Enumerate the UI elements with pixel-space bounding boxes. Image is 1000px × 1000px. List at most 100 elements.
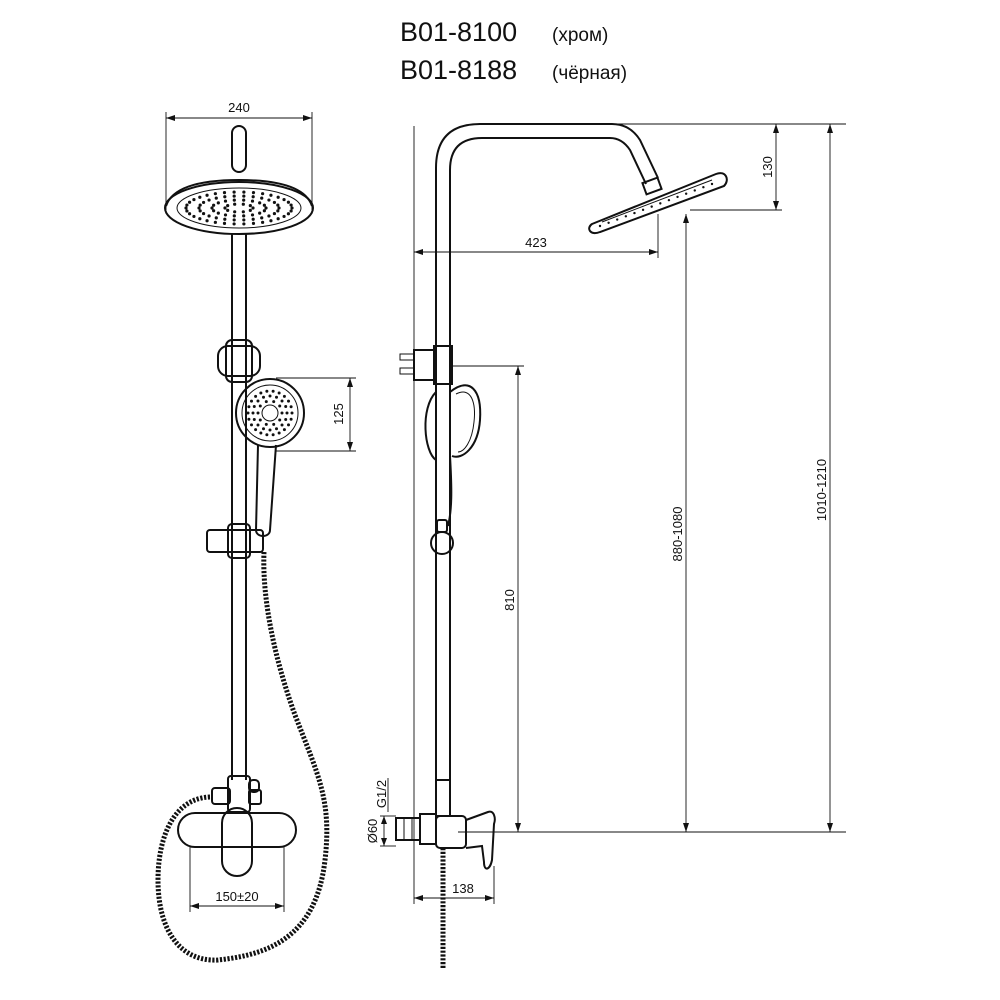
hand-nozzle — [259, 391, 263, 395]
hand-nozzle — [246, 411, 250, 415]
model-code-black: B01-8188 — [400, 55, 517, 85]
head-nozzle — [251, 221, 256, 225]
head-nozzle — [232, 198, 236, 202]
hand-nozzle — [252, 404, 256, 408]
head-nozzle — [232, 194, 236, 198]
dim-head-diameter-label: 240 — [228, 100, 250, 115]
hand-nozzle — [247, 405, 251, 409]
hand-nozzle — [287, 423, 291, 427]
hand-nozzle — [275, 427, 279, 431]
head-nozzle — [223, 217, 227, 221]
head-nozzle — [260, 196, 264, 200]
dim-mixer-spacing: 150±20 — [189, 847, 285, 912]
hand-nozzle — [285, 411, 289, 415]
head-nozzle — [187, 212, 192, 216]
head-nozzle — [216, 201, 220, 205]
top-rod-end — [231, 125, 247, 173]
head-nozzle — [261, 220, 265, 224]
head-nozzle — [197, 206, 201, 210]
dim-total-height-label: 1010-1210 — [814, 459, 829, 521]
head-nozzle — [269, 193, 273, 197]
head-nozzle — [198, 203, 202, 207]
finish-black: (чёрная) — [552, 63, 627, 84]
diverter-valve — [211, 775, 262, 813]
hand-nozzle — [258, 418, 262, 422]
head-nozzle — [222, 221, 227, 225]
head-nozzle — [262, 203, 266, 207]
head-nozzle — [262, 209, 266, 213]
head-nozzle — [223, 199, 228, 203]
head-nozzle — [241, 202, 245, 206]
side-nozzle — [684, 192, 688, 195]
hand-nozzle — [264, 422, 268, 426]
side-nozzle — [693, 189, 696, 192]
side-nozzle — [641, 208, 645, 212]
head-nozzle — [272, 200, 277, 205]
head-nozzle — [286, 212, 291, 216]
dim-total-height: 1010-1210 — [782, 123, 846, 832]
head-nozzle — [226, 208, 230, 212]
head-nozzle — [251, 191, 256, 195]
hand-nozzle — [280, 423, 284, 427]
head-nozzle — [213, 220, 217, 224]
hose-holder-side — [430, 519, 454, 555]
hand-nozzle — [261, 427, 265, 431]
head-nozzle — [207, 214, 211, 218]
side-nozzle — [624, 215, 628, 218]
head-nozzle — [226, 204, 230, 208]
head-nozzle — [198, 209, 202, 213]
head-nozzle — [185, 209, 189, 213]
head-nozzle — [248, 204, 252, 208]
hand-nozzle — [265, 389, 269, 393]
finish-chrome: (хром) — [552, 25, 608, 46]
dim-head-drop-label: 880-1080 — [670, 507, 685, 562]
head-nozzle — [282, 214, 286, 219]
valve-connector-side — [395, 779, 451, 845]
dim-head-height-label: 130 — [760, 156, 775, 178]
head-nozzle — [258, 201, 262, 205]
head-nozzle — [233, 210, 237, 214]
dim-flange: Ø60 G1/2 — [365, 778, 396, 847]
head-nozzle — [232, 190, 236, 194]
side-nozzle — [598, 224, 602, 228]
head-nozzle — [198, 217, 202, 221]
hand-nozzle — [261, 395, 265, 399]
head-nozzle — [277, 206, 281, 210]
head-nozzle — [233, 202, 237, 206]
hand-nozzle — [280, 411, 284, 415]
dim-holder-height-label: 810 — [502, 589, 517, 611]
side-nozzle — [616, 218, 619, 221]
head-nozzle — [214, 216, 218, 220]
head-nozzle — [272, 211, 277, 216]
hand-nozzle — [282, 394, 286, 398]
hand-nozzle — [289, 405, 293, 409]
mixer-body — [177, 807, 297, 877]
hand-nozzle — [258, 404, 262, 408]
head-nozzle — [242, 214, 246, 218]
hand-nozzle — [271, 433, 275, 437]
head-nozzle — [184, 206, 188, 210]
head-nozzle — [264, 206, 268, 210]
head-nozzle — [267, 214, 271, 218]
hand-nozzle — [284, 418, 288, 422]
head-nozzle — [192, 214, 196, 219]
head-nozzle — [267, 198, 271, 202]
head-nozzle — [269, 219, 273, 223]
head-nozzle — [242, 194, 246, 198]
head-nozzle — [248, 208, 252, 212]
hand-nozzle — [272, 400, 276, 404]
dim-head-drop: 880-1080 — [670, 214, 689, 832]
hand-nozzle — [256, 423, 260, 427]
head-nozzle — [251, 217, 255, 221]
head-nozzle — [223, 206, 227, 210]
head-nozzle — [212, 203, 216, 207]
hand-nozzle — [256, 411, 260, 415]
side-nozzle — [702, 186, 705, 189]
hand-nozzle — [287, 399, 291, 403]
head-nozzle — [276, 217, 280, 221]
hand-nozzle — [278, 404, 282, 408]
head-nozzle — [260, 216, 264, 220]
hand-nozzle — [275, 395, 279, 399]
front-view: 240 — [155, 100, 356, 963]
side-nozzle — [667, 198, 671, 202]
